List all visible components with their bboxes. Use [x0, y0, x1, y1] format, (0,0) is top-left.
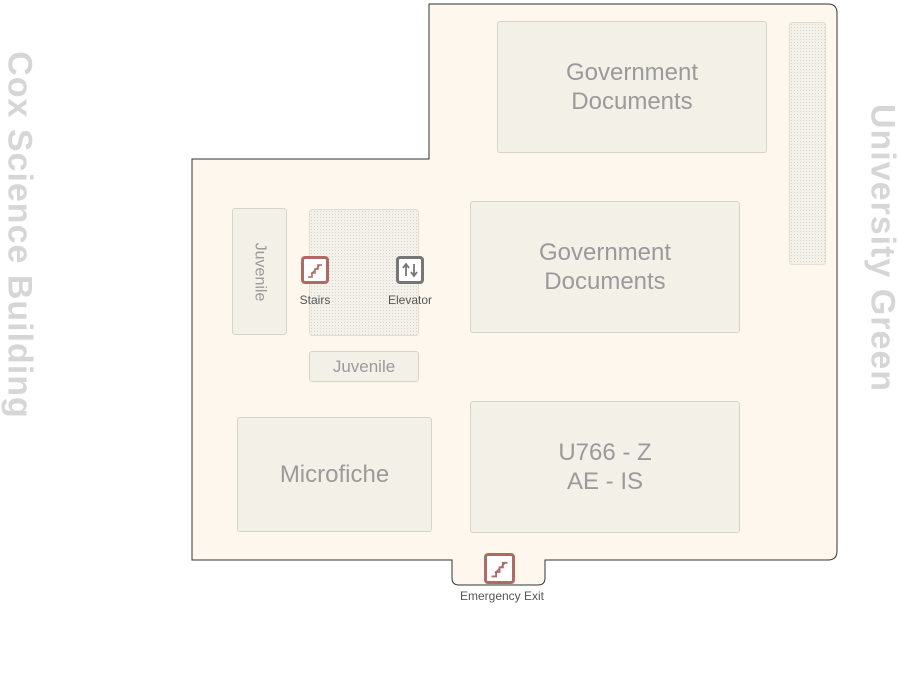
stair-elevator-core: [309, 209, 419, 336]
juvenile-horizontal-section[interactable]: Juvenile: [309, 351, 419, 382]
juvenile-horizontal-label: Juvenile: [332, 357, 396, 376]
cox-science-building-label: Cox Science Building: [0, 51, 39, 419]
call-range-label: U766 - Z AE - IS: [558, 439, 652, 495]
microfiche-section[interactable]: Microfiche: [237, 417, 432, 532]
elevator-label: Elevator: [387, 293, 433, 307]
juvenile-vertical-section[interactable]: Juvenile: [232, 208, 287, 335]
university-green-label: University Green: [863, 103, 900, 393]
elevator-icon[interactable]: [396, 256, 424, 284]
government-documents-lower-label: Government Documents: [538, 239, 672, 295]
emergency-exit-stairs-icon[interactable]: [484, 553, 515, 584]
government-documents-upper[interactable]: Government Documents: [497, 21, 767, 153]
stairs-label: Stairs: [299, 293, 331, 307]
government-documents-lower[interactable]: Government Documents: [470, 201, 740, 333]
east-wall-feature: [789, 22, 826, 265]
stairs-icon[interactable]: [301, 256, 329, 284]
call-range-section[interactable]: U766 - Z AE - IS: [470, 401, 740, 533]
juvenile-vertical-label: Juvenile: [251, 242, 269, 301]
emergency-exit-label: Emergency Exit: [459, 589, 545, 603]
government-documents-upper-label: Government Documents: [565, 59, 699, 115]
microfiche-label: Microfiche: [279, 461, 390, 488]
